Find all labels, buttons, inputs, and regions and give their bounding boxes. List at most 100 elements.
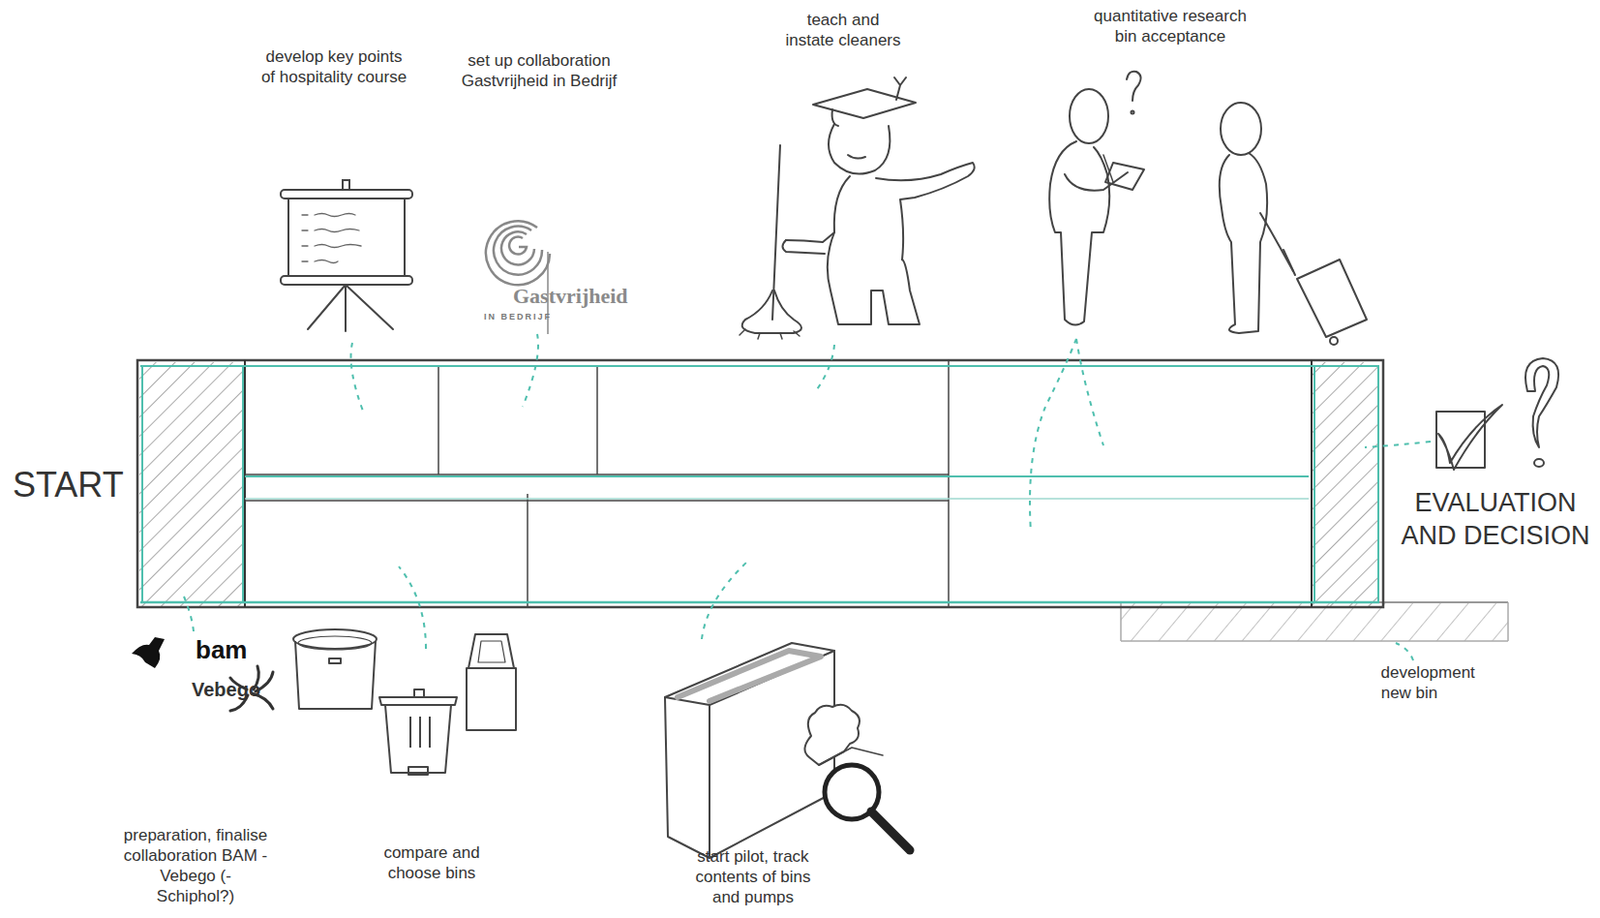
leader-lines-stroke [398,566,426,649]
timeline-box-stroke [1310,360,1313,607]
bins-stroke [414,689,424,697]
researcher-figure [1049,71,1145,326]
timeline-box-stroke [947,360,950,607]
logo-text: bam [195,633,206,666]
vebego-icon [230,665,273,711]
step-label: start pilot, track contents of bins and … [694,845,812,907]
evaluation-symbols-stroke [1438,404,1503,470]
evaluation-symbols-stroke [1534,458,1544,467]
timeline-box-stroke [244,475,1309,478]
cleaner-figure-stroke [847,154,866,159]
leader-lines-stroke [183,596,194,632]
step-label: teach and instate cleaners [784,9,902,51]
pilot-bin-stroke [664,696,710,858]
gastvrijheid-logo-stroke [546,251,549,334]
cleaner-figure-stroke [739,329,800,339]
researcher-figure-stroke [1126,71,1142,101]
traveller-figure-stroke [1219,152,1268,333]
presentation-board-stroke [301,213,362,264]
bins-stroke [478,640,506,663]
timeline-box-stroke [142,365,243,603]
pilot-bin-stroke [818,747,883,765]
logo-text: Gastvrijheid [513,282,523,310]
bins-stroke [329,658,341,664]
bins-stroke [293,629,377,649]
timeline-box-stroke [1311,362,1380,606]
presentation-board-stroke [345,284,393,330]
vebego-icon-stroke [253,665,259,690]
cleaner-figure-stroke [742,290,802,333]
timeline-box [137,360,1384,607]
gastvrijheid-logo-stroke [509,237,527,255]
timeline-box-stroke [437,364,440,475]
platform-stroke [1120,639,1509,642]
leader-lines-stroke [1395,642,1414,661]
bins-stroke [466,667,516,730]
researcher-figure-stroke [1049,141,1110,326]
step-label: quantitative research bin acceptance [1093,5,1247,47]
pilot-bin-stroke [677,650,821,701]
step-label: develop key points of hospitality course [261,46,408,88]
timeline-box-stroke [1314,365,1379,603]
pilot-bin [664,642,910,858]
leader-lines [183,333,1431,661]
vebego-icon-stroke [230,677,247,690]
timeline-box-stroke [596,364,599,475]
presentation-board-stroke-stroke [301,213,308,215]
presentation-board [280,180,413,332]
presentation-board-stroke-stroke [314,229,360,233]
leader-lines-stroke [522,333,539,407]
cleaner-figure-stroke [875,162,975,260]
researcher-figure-stroke [1131,111,1135,115]
presentation-board-stroke [288,198,405,276]
cleaner-figure-stroke [813,89,916,119]
traveller-figure-stroke [1329,336,1338,345]
timeline-box-stroke [526,493,529,607]
presentation-board-stroke [280,275,413,285]
traveller-figure-stroke [1220,102,1262,155]
vebego-icon-stroke [251,693,273,709]
researcher-figure-stroke [1103,154,1114,182]
cleaner-figure-stroke [828,123,890,175]
bins-stroke [298,635,372,650]
vebego-icon-stroke [255,671,273,692]
bins-stroke [419,716,422,748]
step-label: compare and choose bins [383,842,481,883]
presentation-board-stroke-stroke [314,213,356,217]
bins-stroke [409,716,412,748]
bins-stroke [295,640,376,709]
step-label: preparation, finalise collaboration BAM … [123,824,269,906]
step-label: set up collaboration Gastvrijheid in Bed… [461,50,618,91]
evaluation-symbols-stroke [1525,358,1559,448]
presentation-board-stroke-stroke [301,260,308,262]
leader-lines-stroke [1364,441,1431,448]
leader-lines-stroke [351,342,365,414]
vebego-icon-stroke [230,694,248,711]
timeline-box-stroke [244,497,1309,500]
presentation-board-stroke [342,180,350,190]
cleaner-figure-stroke [894,77,906,100]
researcher-figure-stroke [1064,172,1128,191]
end-label: EVALUATION AND DECISION [1400,485,1591,552]
timeline-box-stroke [243,360,246,607]
gastvrijheid-logo-stroke [501,231,535,265]
timeline-box-stroke [140,601,1380,604]
bins-stroke [379,696,457,705]
cleaner-figure-stroke [783,240,826,254]
presentation-board-stroke [307,284,346,330]
gastvrijheid-logo-stroke [493,226,543,275]
presentation-board-stroke-stroke [314,244,362,248]
bam-icon-stroke [131,636,165,668]
logo-text: Vebego [191,677,202,702]
evaluation-symbols [1436,358,1559,470]
pilot-bin-stroke [804,704,860,765]
presentation-board-stroke-stroke [301,244,308,246]
cleaner-figure [739,77,975,339]
bins-stroke [408,766,428,775]
bins [293,629,516,775]
start-label: START [12,462,23,507]
timeline-box-stroke [137,360,1384,607]
timeline-box-stroke [139,362,245,606]
presentation-board-stroke [280,189,413,199]
